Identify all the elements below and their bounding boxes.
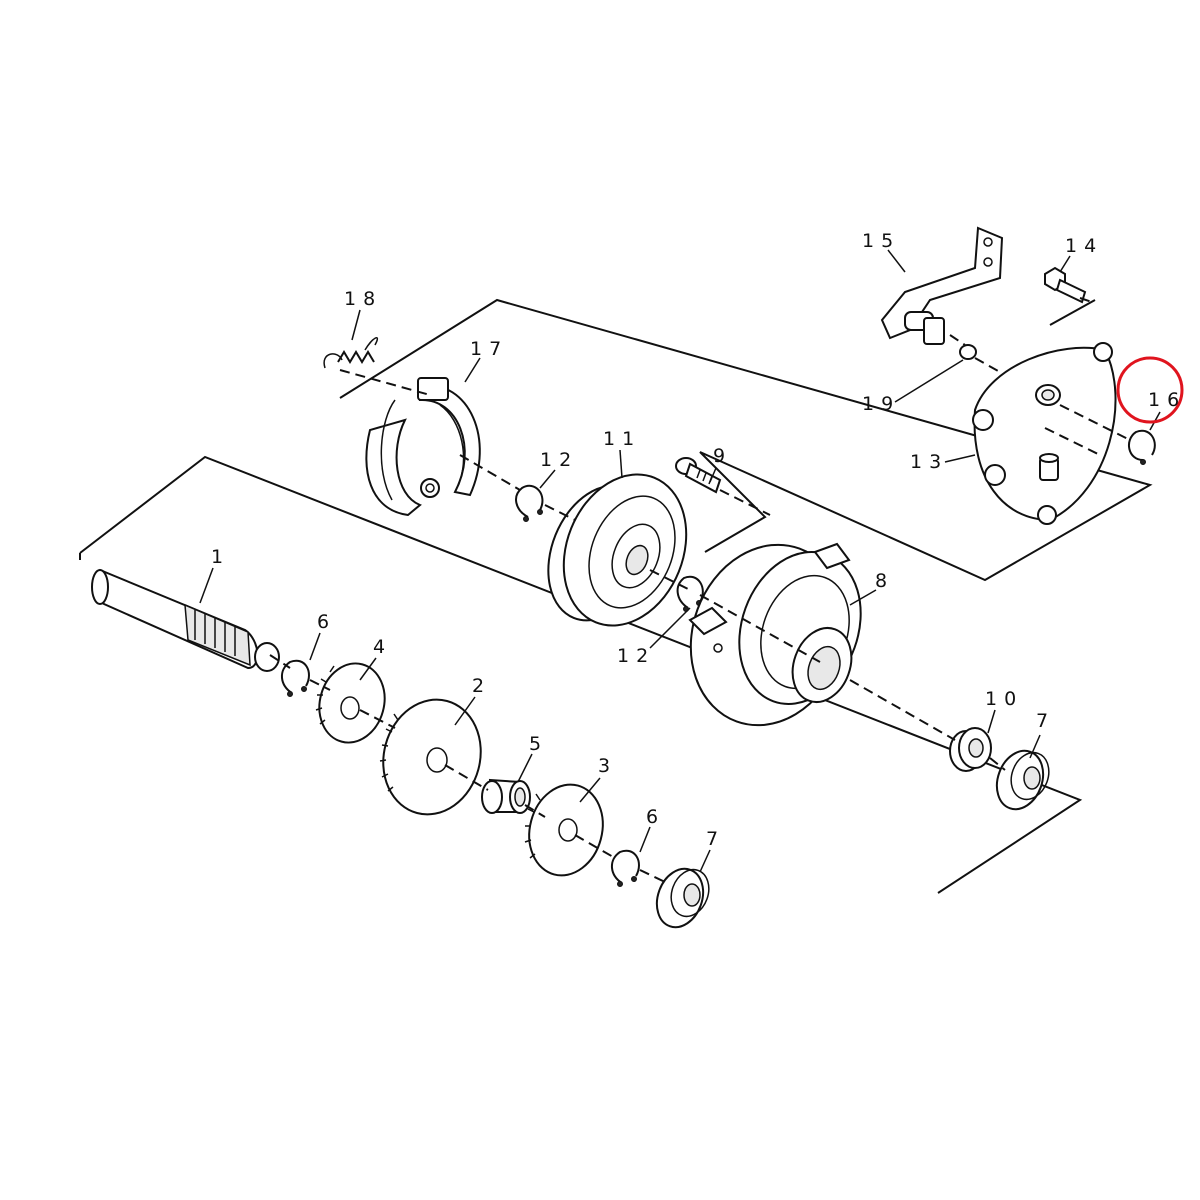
label-part-4: 4 (373, 636, 392, 658)
part-18-spring (323, 336, 379, 369)
part-3-gear (524, 783, 604, 877)
assembly-center-lines (269, 297, 1131, 883)
part-6-circlip-upper (281, 659, 310, 697)
label-part-15: 15 (862, 230, 900, 252)
part-12-circlip-upper (515, 484, 544, 522)
highlight-circle (1116, 356, 1184, 424)
label-part-6-upper: 6 (317, 611, 336, 633)
part-13-cover-plate (972, 342, 1117, 525)
part-9-bolt (675, 457, 722, 494)
label-part-13: 13 (910, 451, 948, 473)
part-19-o-ring (959, 344, 977, 360)
label-part-12-upper: 12 (540, 449, 578, 471)
lower-assembly-outline (79, 455, 1083, 894)
part-2-gear (379, 698, 482, 816)
part-4-gear (315, 662, 386, 744)
part-7-bearing-upper (995, 749, 1050, 811)
label-part-6-lower: 6 (646, 806, 665, 828)
part-5-bushing (481, 778, 531, 814)
label-part-12-lower: 12 (617, 645, 655, 667)
label-part-8: 8 (875, 570, 894, 592)
part-8-clutch-housing (688, 542, 862, 727)
label-part-7-lower: 7 (706, 828, 725, 850)
part-6-circlip-lower (611, 849, 640, 887)
part-7-bearing-lower (655, 867, 710, 929)
part-10-bushing (949, 727, 992, 772)
part-16-circlip (1127, 429, 1156, 465)
label-part-19: 19 (862, 393, 900, 415)
upper-assembly-outline (339, 298, 1153, 582)
label-part-2: 2 (472, 675, 491, 697)
label-part-3: 3 (598, 755, 617, 777)
leader-lines (199, 249, 1161, 873)
label-part-14: 14 (1065, 235, 1103, 257)
part-14-bolt (1044, 266, 1087, 304)
part-17-brake-shoe (365, 377, 481, 517)
part-labels: 1 2 3 4 5 6 6 7 7 8 9 10 11 12 12 13 14 … (211, 230, 1186, 850)
label-part-5: 5 (529, 733, 548, 755)
label-part-9: 9 (713, 445, 732, 467)
label-part-10: 10 (985, 688, 1023, 710)
label-part-1: 1 (211, 546, 230, 568)
label-part-17: 17 (470, 338, 508, 360)
label-part-16: 16 (1148, 389, 1186, 411)
part-1-shaft (91, 568, 280, 672)
label-part-7-upper: 7 (1036, 710, 1055, 732)
part-15-bracket (880, 226, 1004, 345)
label-part-11: 11 (603, 428, 641, 450)
label-part-18: 18 (344, 288, 382, 310)
